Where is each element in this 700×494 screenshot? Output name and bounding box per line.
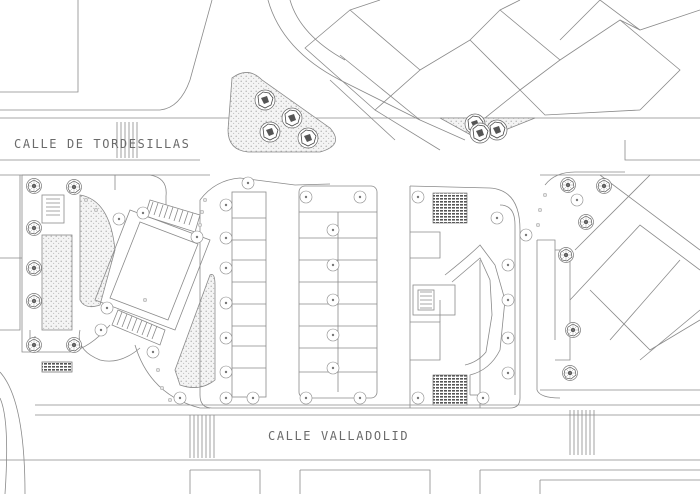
curb-dots <box>83 192 548 403</box>
tree-island-right <box>439 113 536 144</box>
parking-area <box>199 185 521 409</box>
right-plaza <box>536 171 625 399</box>
trees-right-block <box>411 190 533 405</box>
triangle-planter-bottom <box>174 274 216 388</box>
tree-island-left <box>227 72 337 153</box>
crosswalks <box>116 122 595 458</box>
street-label-tordesillas: CALLE DE TORDESILLAS <box>14 137 191 151</box>
trees-right-plaza <box>558 177 612 381</box>
vent-grates <box>432 192 468 406</box>
street-label-valladolid: CALLE VALLADOLID <box>268 429 410 443</box>
left-plaza <box>0 174 167 373</box>
